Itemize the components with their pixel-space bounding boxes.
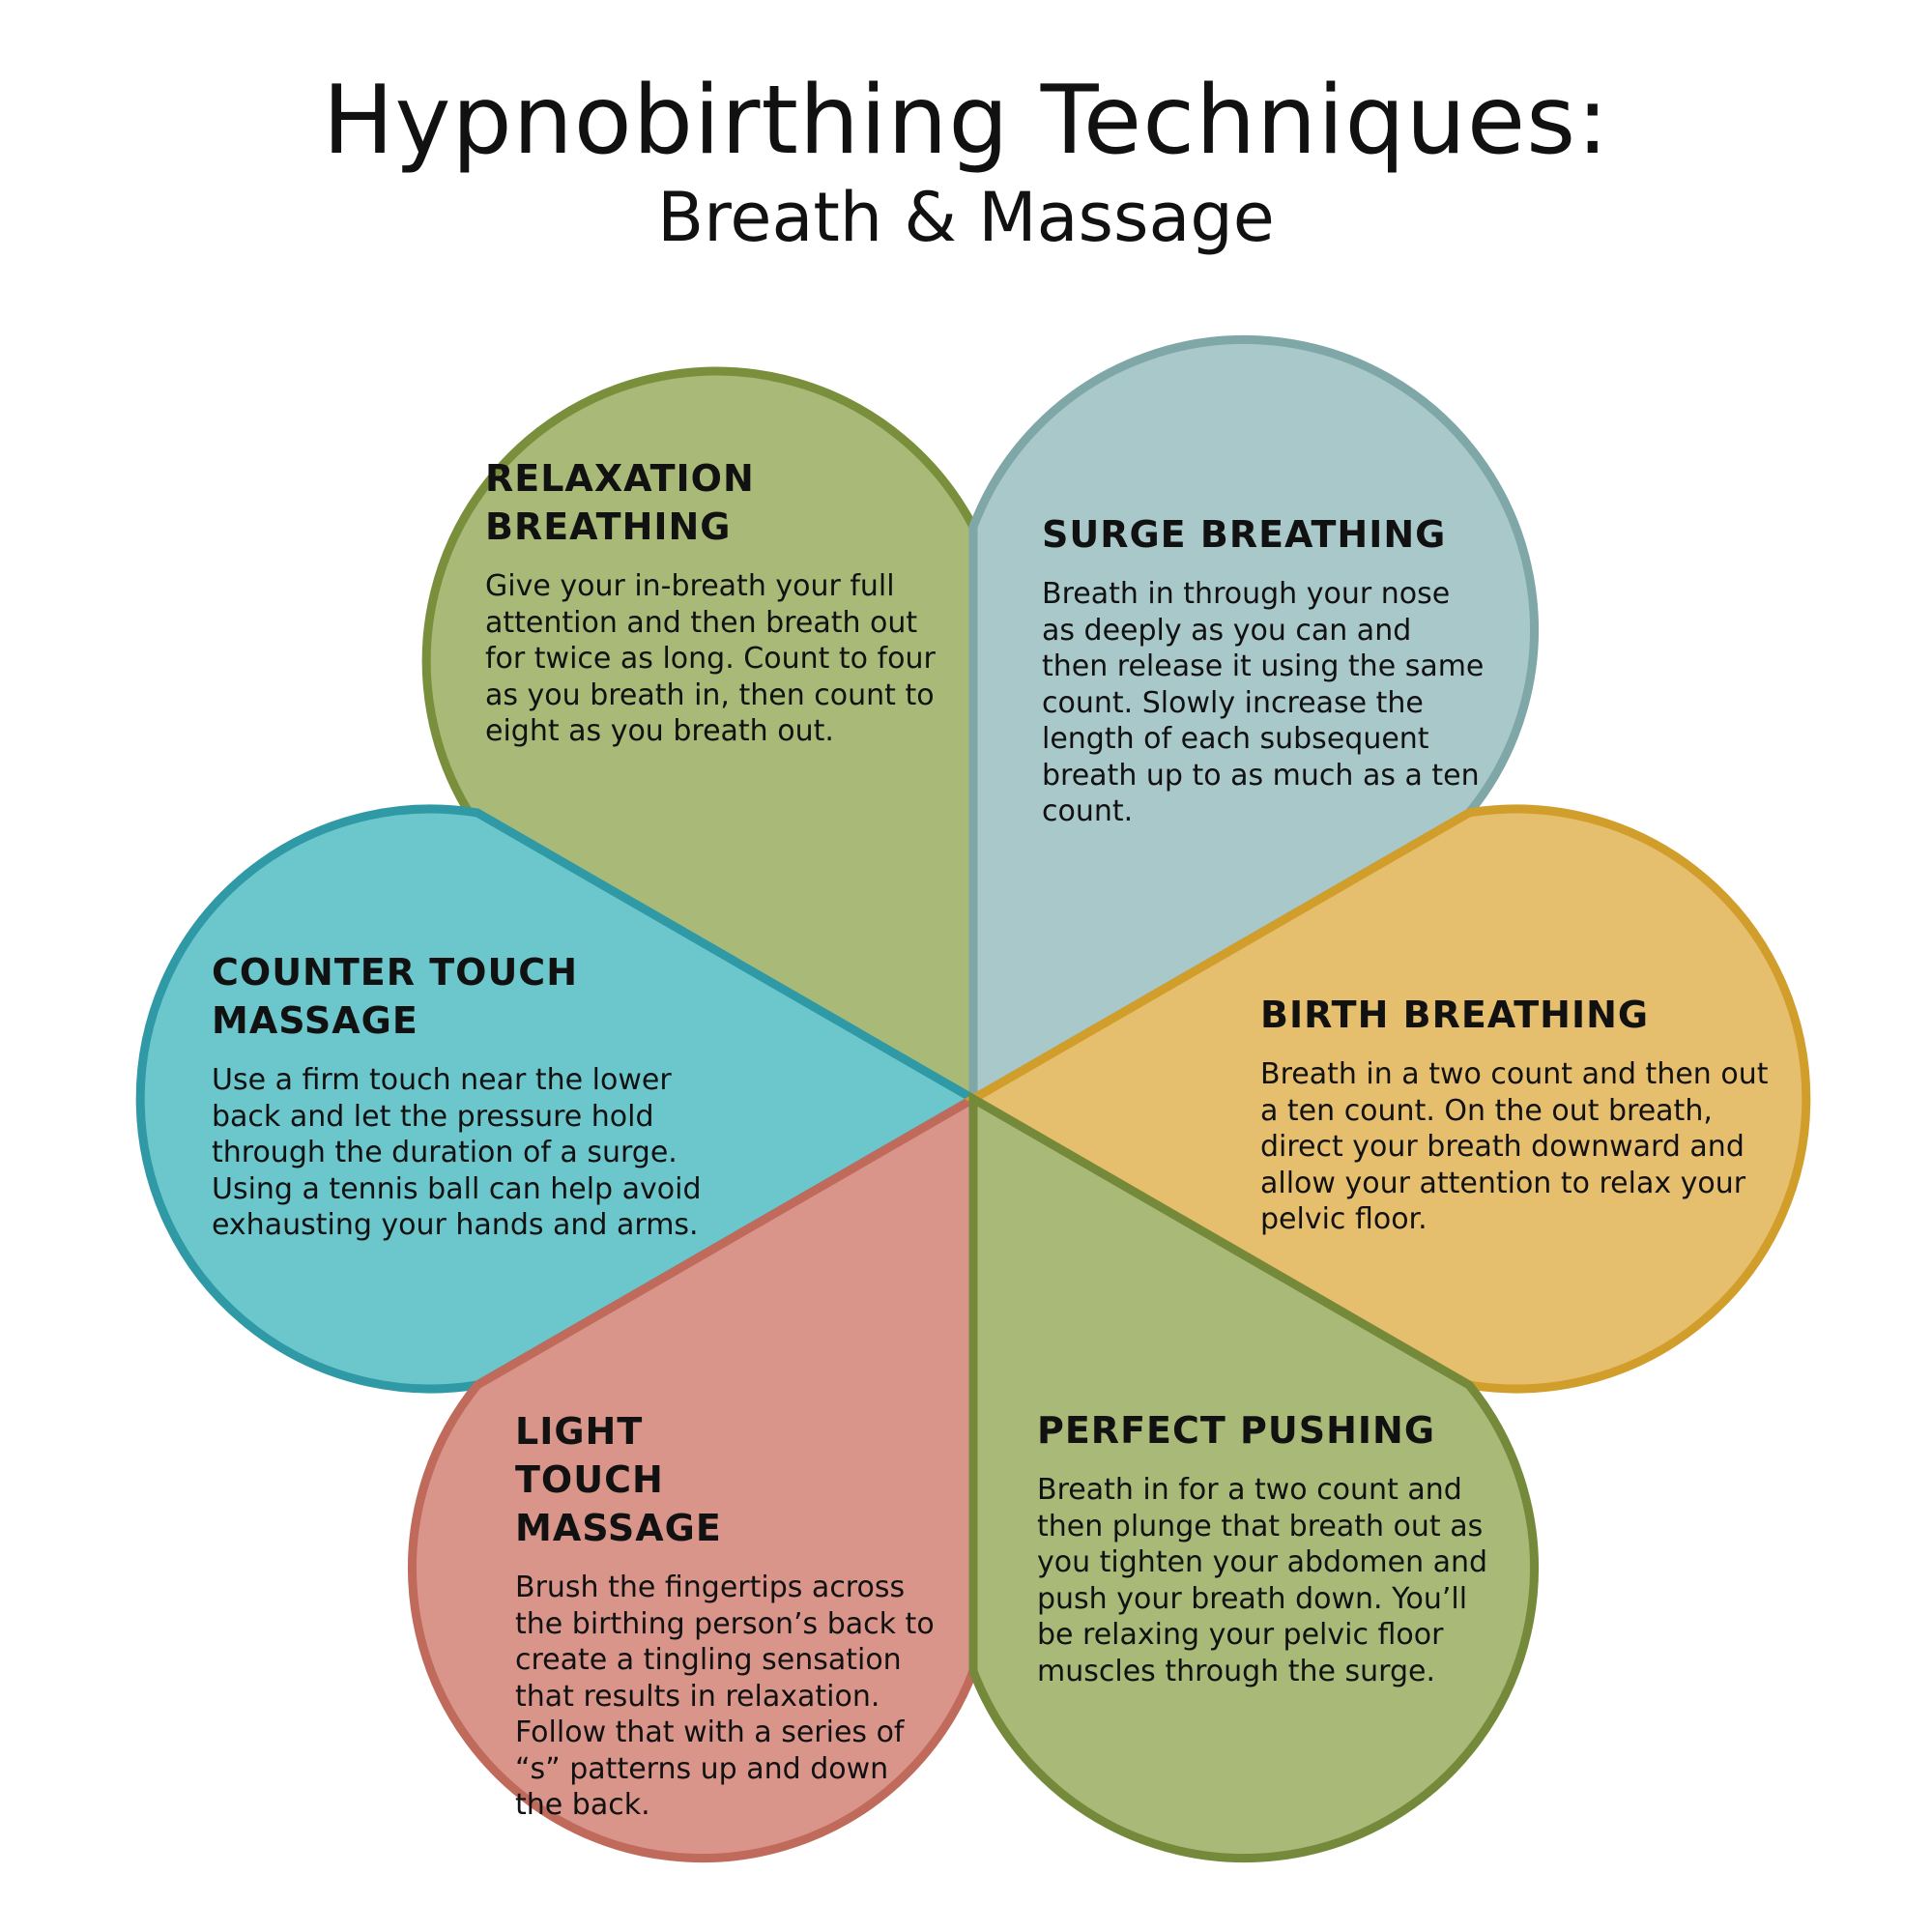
petal-text-surge-breathing: SURGE BREATHING Breath in through your n… (1042, 510, 1486, 830)
petal-title: BIRTH BREATHING (1260, 994, 1650, 1036)
petal-text-counter-touch-massage: COUNTER TOUCH MASSAGE Use a firm touch n… (212, 948, 714, 1244)
petal-title: RELAXATION BREATHING (485, 457, 755, 548)
petal-light-touch-massage (408, 1091, 978, 1863)
petal-text-perfect-pushing: PERFECT PUSHING Breath in for a two coun… (1037, 1406, 1491, 1689)
petal-surge-breathing (968, 334, 1539, 1107)
petal-body: Breath in through your nose as deeply as… (1042, 577, 1485, 828)
petal-birth-breathing (964, 804, 1811, 1394)
petal-relaxation-breathing (421, 366, 978, 1107)
petal-title: SURGE BREATHING (1042, 513, 1447, 556)
petal-counter-touch-massage (135, 804, 983, 1394)
petal-body: Use a firm touch near the lower back and… (212, 1063, 702, 1242)
petal-title: COUNTER TOUCH MASSAGE (212, 951, 578, 1042)
petal-body: Give your in-breath your full attention … (485, 569, 936, 748)
petal-text-relaxation-breathing: RELAXATION BREATHING Give your in-breath… (485, 454, 939, 750)
petal-text-birth-breathing: BIRTH BREATHING Breath in a two count an… (1260, 991, 1773, 1238)
petal-title: PERFECT PUSHING (1037, 1409, 1436, 1452)
petal-perfect-pushing (968, 1091, 1539, 1863)
page-title: Hypnobirthing Techniques: (322, 66, 1610, 176)
petal-body: Breath in a two count and then out a ten… (1260, 1057, 1769, 1236)
petal-body: Breath in for a two count and then plung… (1037, 1473, 1488, 1688)
petal-body: Brush the fingertips across the birthing… (515, 1571, 935, 1822)
petal-title: LIGHT TOUCH MASSAGE (515, 1410, 722, 1549)
petal-text-light-touch-massage: LIGHT TOUCH MASSAGE Brush the fingertips… (515, 1407, 940, 1824)
page-subtitle: Breath & Massage (657, 178, 1275, 257)
